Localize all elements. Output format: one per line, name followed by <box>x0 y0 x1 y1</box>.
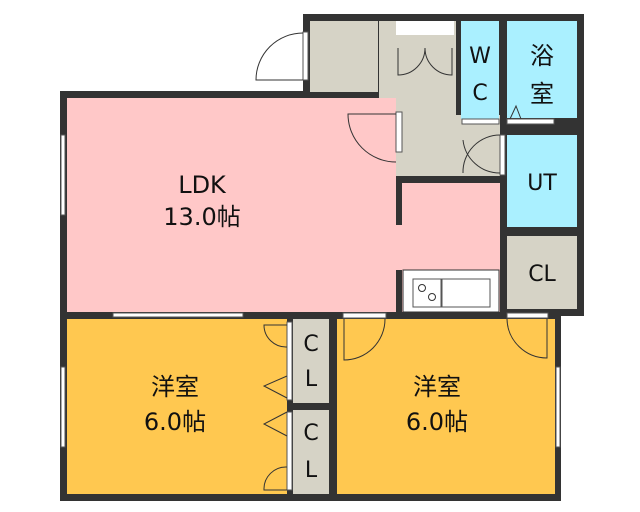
ldk-label: LDK <box>178 171 227 199</box>
wc-label-2: C <box>472 81 487 106</box>
closet-lower-label-2: L <box>305 458 318 483</box>
ldk-door[interactable] <box>395 111 403 153</box>
closet-lower-label-1: C <box>303 421 318 446</box>
bedroom-left-label: 洋室 <box>151 373 199 401</box>
hallway-lower <box>406 115 500 176</box>
ldk-size: 13.0帖 <box>163 203 240 231</box>
bedroom-left-size: 6.0帖 <box>144 408 206 436</box>
closet-fold-door <box>262 375 288 437</box>
closet-upper-room <box>293 319 329 403</box>
utility-label: UT <box>527 171 557 196</box>
bath-door-swing <box>509 104 522 120</box>
bath-room <box>507 21 577 118</box>
bedroom-right-label: 洋室 <box>413 373 461 401</box>
wc-room <box>461 21 499 119</box>
bedroom-right-window[interactable] <box>555 366 561 448</box>
utility-room <box>507 135 577 227</box>
ldk-window-left[interactable] <box>60 134 66 216</box>
closet-right-label: CL <box>528 262 556 287</box>
ldk-room <box>67 98 396 312</box>
front-door-swing <box>255 32 304 81</box>
partition-gap <box>394 225 404 270</box>
bedroom-right-size: 6.0帖 <box>406 408 468 436</box>
bath-door[interactable] <box>506 118 555 125</box>
closet-upper-door[interactable] <box>286 321 293 401</box>
shoe-cabinet <box>396 21 454 35</box>
closet-right-door[interactable] <box>506 312 549 319</box>
burner-icon <box>418 284 426 292</box>
closet-upper-label-1: C <box>303 332 318 357</box>
wc-door[interactable] <box>461 118 500 125</box>
utility-door[interactable] <box>499 134 506 176</box>
sink <box>441 278 491 308</box>
bedroom-right-door-swing <box>343 318 386 361</box>
ldk-door-swing <box>347 113 397 163</box>
closet-door-hall <box>397 47 453 76</box>
utility-door-swing <box>462 134 501 174</box>
stove <box>412 278 442 308</box>
bedroom-left-door-swing <box>263 324 288 491</box>
closet-right-room <box>507 236 577 309</box>
closet-right-door-swing <box>506 318 548 359</box>
wc-label-1: W <box>469 44 491 69</box>
bedroom-right-room <box>337 319 555 494</box>
bedroom-right-door[interactable] <box>342 312 387 319</box>
bedroom-left-room <box>67 319 287 494</box>
closet-lower-room <box>293 410 329 494</box>
entrance <box>310 21 378 92</box>
closet-lower-door[interactable] <box>286 411 293 491</box>
bedroom-left-window[interactable] <box>60 366 66 448</box>
closet-upper-label-2: L <box>305 367 318 392</box>
burner-icon <box>428 293 436 301</box>
bath-label-1: 浴 <box>530 42 554 70</box>
bath-label-2: 室 <box>530 80 554 108</box>
front-door[interactable] <box>302 31 309 81</box>
ldk-window-bottom[interactable] <box>112 312 244 318</box>
